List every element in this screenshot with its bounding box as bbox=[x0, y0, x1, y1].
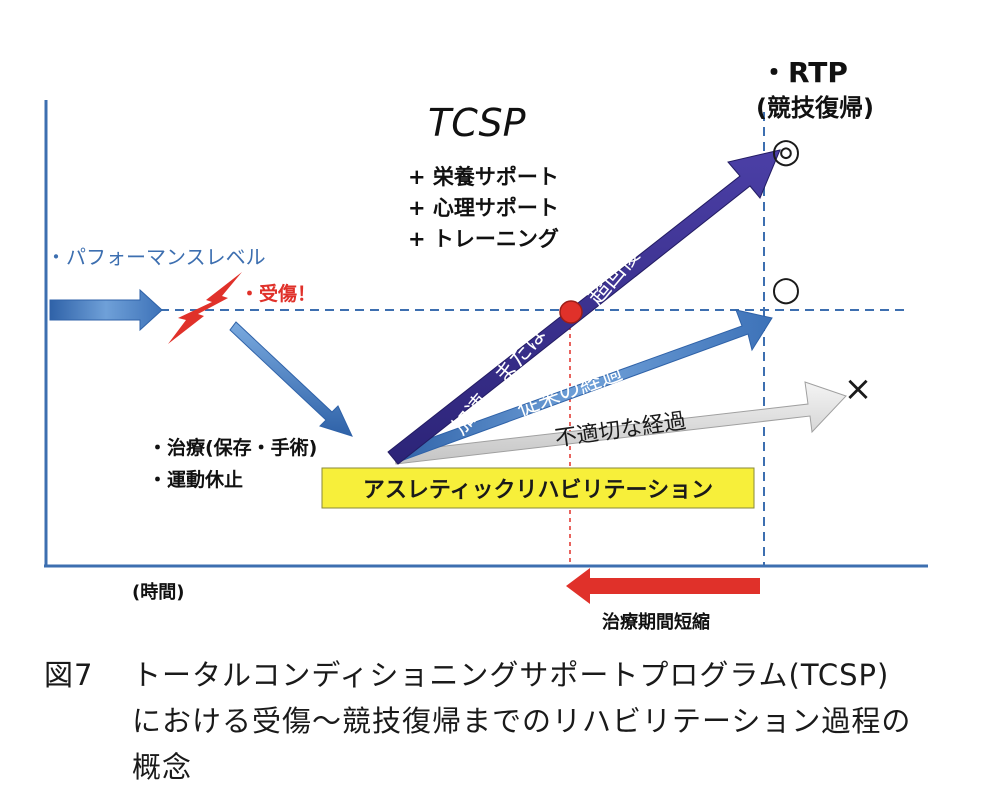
injury-lightning-icon bbox=[168, 272, 242, 344]
conventional-course-arrow bbox=[391, 309, 773, 463]
support-item-psychology: + 心理サポート bbox=[408, 196, 559, 220]
decline-arrow bbox=[229, 321, 353, 437]
athletic-rehab-label: アスレティックリハビリテーション bbox=[363, 478, 713, 503]
treatment-shortened-arrow bbox=[566, 568, 760, 604]
rest-label: ・運動休止 bbox=[148, 469, 243, 491]
time-axis-label: (時間) bbox=[132, 582, 184, 603]
outcome-bad-symbol: × bbox=[844, 369, 873, 409]
support-item-nutrition: + 栄養サポート bbox=[408, 165, 559, 189]
injury-label: ・受傷！ bbox=[240, 282, 316, 305]
figure-caption: 図7 トータルコンディショニングサポートプログラム(TCSP) における受傷～競技… bbox=[44, 652, 944, 790]
treatment-shortened-label: 治療期間短縮 bbox=[602, 611, 710, 633]
caption-line-3: 概念 bbox=[132, 750, 193, 784]
caption-line-2: における受傷～競技復帰までのリハビリテーション過程の bbox=[132, 704, 912, 738]
athletic-rehab-box bbox=[321, 467, 755, 509]
performance-level-label: ・パフォーマンスレベル bbox=[46, 245, 266, 269]
tcsp-title: TCSP bbox=[428, 101, 526, 145]
tcsp-accelerated-arrow bbox=[387, 149, 781, 465]
support-item-training: + トレーニング bbox=[408, 227, 559, 251]
outcome-best-symbol: ◎ bbox=[771, 131, 801, 171]
figure-number: 図7 bbox=[44, 658, 94, 692]
inappropriate-course-arrow bbox=[393, 381, 847, 465]
rtp-subtitle: (競技復帰) bbox=[756, 94, 874, 122]
recovery-point bbox=[559, 300, 583, 324]
treatment-label: ・治療(保存・手術) bbox=[148, 436, 317, 459]
outcome-good-symbol: ○ bbox=[771, 269, 801, 309]
caption-line-1: トータルコンディショニングサポートプログラム(TCSP) bbox=[132, 658, 890, 692]
inappropriate-course-label: 不適切な経過 bbox=[553, 409, 687, 452]
rtp-label: ・RTP bbox=[760, 56, 848, 89]
performance-arrow bbox=[49, 288, 163, 332]
